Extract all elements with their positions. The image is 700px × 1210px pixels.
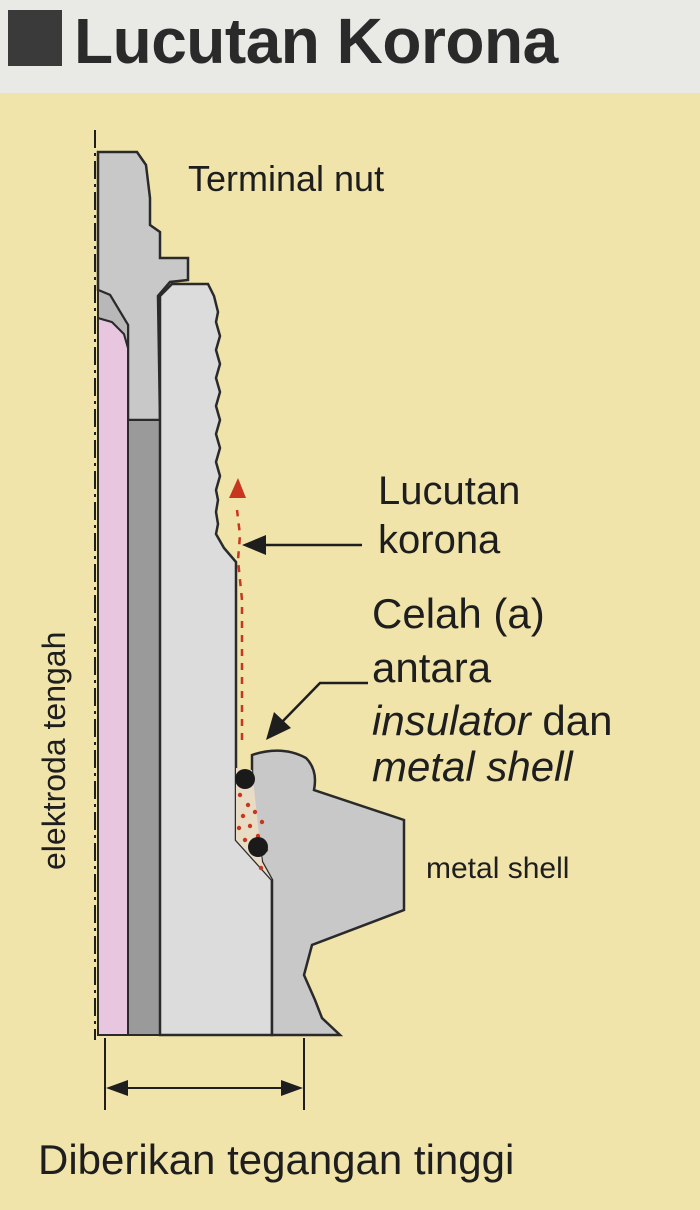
corona-discharge-path: [235, 509, 244, 740]
terminal-nut-label: Terminal nut: [188, 158, 385, 199]
center-electrode: [97, 316, 129, 1036]
gap-label-metal-shell: metal shell: [372, 743, 573, 790]
electrode-cap: [97, 288, 129, 349]
title-bar: Lucutan Korona: [0, 0, 700, 93]
metal-shell-shape: [250, 749, 406, 1037]
dimension-arrow-left: [106, 1080, 128, 1096]
corona-label-line1: Lucutan: [378, 469, 521, 513]
gap-label-insulator: insulator: [372, 697, 531, 744]
bottom-caption: Diberikan tegangan tinggi: [38, 1136, 515, 1183]
center-electrode-label: elektroda tengah: [36, 631, 72, 870]
gap-label-line4: metal shell: [372, 743, 573, 791]
electron-ball-upper: [235, 769, 255, 789]
gap-label-dan: dan: [530, 697, 613, 744]
glass-seal-strip: [127, 419, 161, 1036]
gap-pointer-arrowhead: [266, 712, 291, 740]
electron-ball-lower: [248, 837, 268, 857]
gap-label-line3: insulator dan: [372, 697, 613, 745]
gap-label-line1: Celah (a): [372, 590, 545, 637]
page-title: Lucutan Korona: [74, 5, 558, 77]
gap-region: [236, 768, 272, 880]
gap-label-line2: antara: [372, 644, 492, 691]
corona-arrowhead: [229, 478, 246, 498]
title-square-marker: [8, 10, 62, 66]
metal-shell-label: metal shell: [426, 852, 570, 885]
insulator-body: [158, 282, 274, 1037]
gap-pointer-line: [281, 681, 368, 723]
corona-pointer-arrowhead: [242, 535, 266, 555]
corona-label-line2: korona: [378, 518, 501, 562]
dimension-arrow-right: [281, 1080, 303, 1096]
